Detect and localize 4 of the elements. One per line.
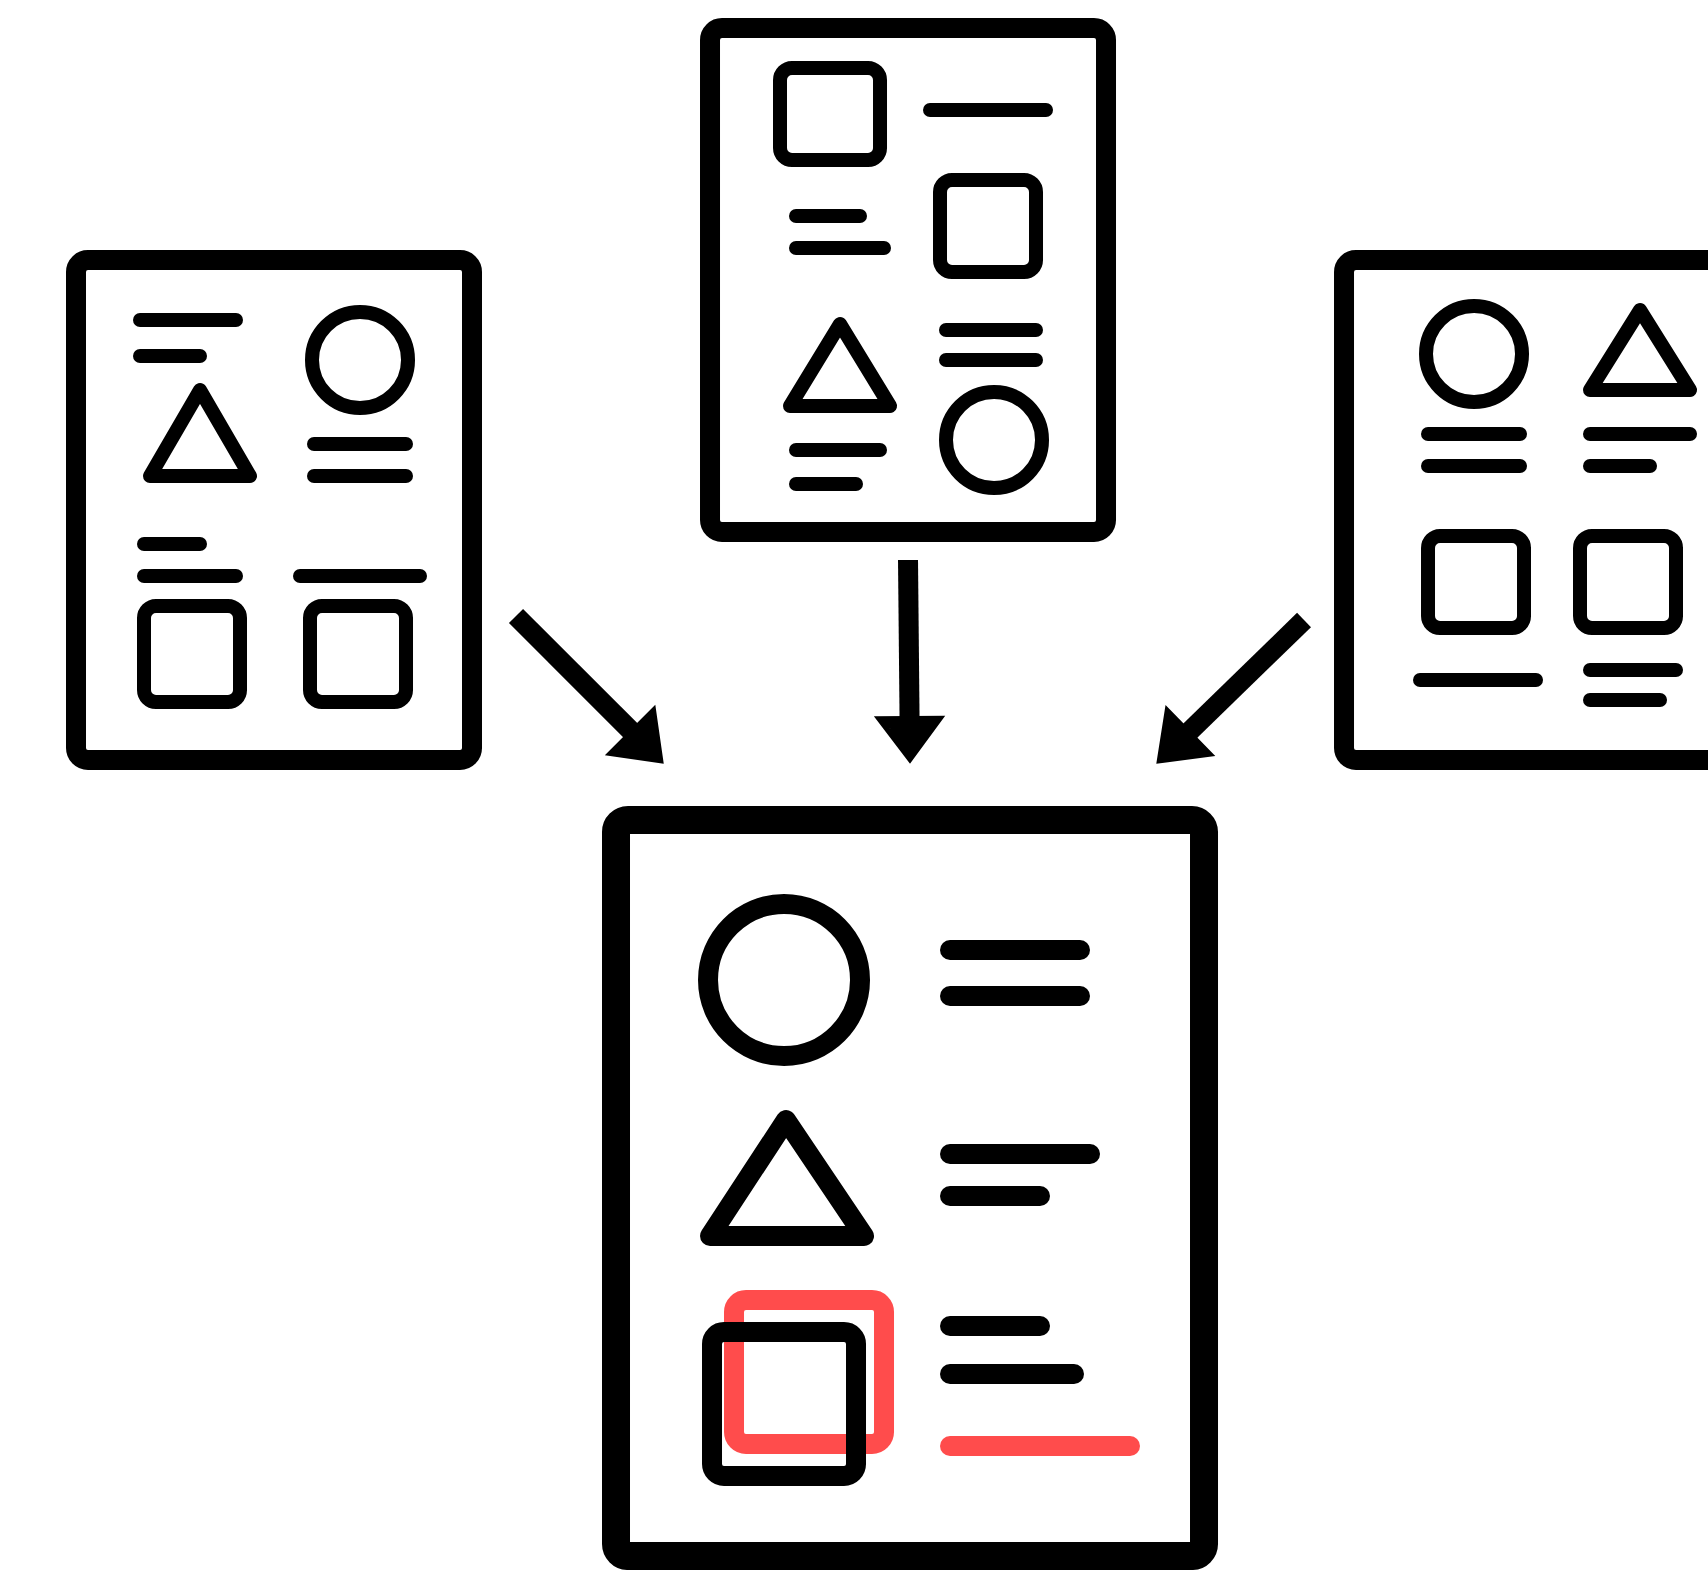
document-drawing (1334, 250, 1708, 770)
document-drawing (700, 18, 1116, 542)
document-drawing (602, 806, 1218, 1570)
document-drawing (66, 250, 482, 770)
